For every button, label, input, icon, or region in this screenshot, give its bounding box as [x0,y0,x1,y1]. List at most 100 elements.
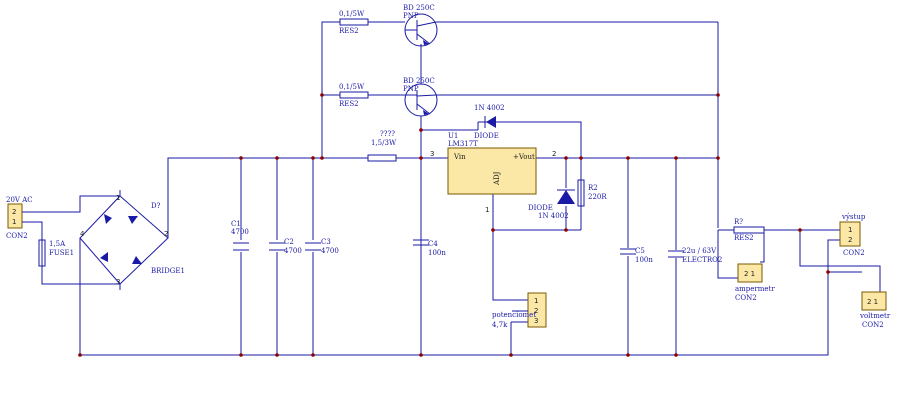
r2-value: 220R [588,193,607,201]
r-top2-ref: RES2 [339,100,359,108]
junction-dot [320,93,324,97]
junction-dot [311,156,315,160]
junction-dot [798,228,802,232]
out-pin1: 1 [848,226,852,234]
u1-ref: U1 [448,132,458,140]
capacitor-electrolytic: 22u / 63V ELECTRO2 [668,247,722,264]
junction-dot [419,156,423,160]
c2-ref: C2 [284,238,294,246]
capacitor-c2: C2 4700 [269,238,302,255]
junction-dot [419,353,423,357]
c5-ref: C5 [635,247,645,255]
volt-ref: CON2 [862,321,884,329]
fuse-ref: FUSE1 [49,249,74,257]
capacitor-c1: C1 4700 [231,220,249,251]
u1-vout: +Vout [513,153,535,161]
q2-type: BD 250C [403,77,435,85]
u1-vin: Vin [453,153,466,161]
junctions [78,93,830,357]
junction-dot [626,353,630,357]
d-low-value: 1N 4002 [538,212,569,220]
junction-dot [239,156,243,160]
c-elec-value: 22u / 63V [682,247,717,255]
junction-dot [564,228,568,232]
amp-name: ampermetr [735,285,775,293]
c4-ref: C4 [428,240,438,248]
diode-lower: DIODE 1N 4002 [528,189,575,220]
c3-value: 4700 [321,247,339,255]
r-sense-ref: ???? [380,130,395,138]
transistor-q2: BD 250C PNP [403,77,438,117]
volt-pins: 2 1 [867,298,878,306]
amp-pins: 2 1 [744,270,755,278]
junction-dot [716,93,720,97]
resistor-r2: R2 220R [577,179,607,207]
d-1n-ref: DIODE [474,132,499,140]
r-out-ref: R? [734,218,743,226]
junction-dot [275,156,279,160]
u1-adj: ADJ [493,171,501,186]
junction-dot [320,156,324,160]
junction-dot [579,156,583,160]
c5-value: 100n [635,256,653,264]
diode-protect: 1N 4002 DIODE [474,104,505,140]
regulator-u1: Vin +Vout ADJ U1 LM317T 3 2 1 [430,132,556,214]
junction-dot [626,156,630,160]
bridge-ref: D? [151,202,161,210]
input-pin2: 2 [12,208,16,216]
resistor-top2: 0,1/5W RES2 [339,83,369,108]
r-sense-value: 1,5/3W [371,139,397,147]
input-ref: CON2 [6,232,28,240]
pot-name: potenciomet [492,311,536,319]
potentiometer: 1 2 3 potenciomet 4,7k [492,292,547,329]
c1-ref: C1 [231,220,241,228]
d-1n-value: 1N 4002 [474,104,505,112]
junction-dot [564,156,568,160]
r2-ref: R2 [588,184,598,192]
junction-dot [509,353,513,357]
c-elec-ref: ELECTRO2 [682,256,722,264]
capacitor-c3: C3 4700 [305,238,339,255]
u1-pin1: 1 [485,206,489,214]
pot-value: 4,7k [492,321,508,329]
resistor-output: R? RES2 [733,218,765,242]
bridge-pin4: 4 [80,230,85,238]
pot-pin3: 3 [534,317,538,325]
bridge-pin2: 2 [164,230,168,238]
input-connector: 2 1 20V AC CON2 [6,196,33,240]
resistor-sense: ???? 1,5/3W [367,130,397,162]
c4-value: 100n [428,249,446,257]
out-pin2: 2 [848,236,852,244]
q1-ref: PNP [403,12,419,20]
out-label: výstup [841,213,866,221]
wires [30,21,881,356]
junction-dot [716,156,720,160]
volt-name: voltmetr [859,312,891,320]
out-ref: CON2 [843,249,865,257]
u1-pin2: 2 [552,150,556,158]
amp-ref: CON2 [735,294,757,302]
bridge-pin3: 3 [116,278,120,286]
c3-ref: C3 [321,238,331,246]
junction-dot [78,353,82,357]
capacitor-c4: C4 100n [413,239,446,257]
u1-pin3: 3 [430,150,434,158]
r-top1-value: 0,1/5W [339,10,365,18]
d-low-ref: DIODE [528,204,553,212]
q2-ref: PNP [403,85,419,93]
pot-pin1: 1 [534,297,538,305]
bridge-pin1: 1 [116,194,120,202]
resistor-top1: 0,1/5W RES2 [339,10,369,35]
pot-pin2: 2 [534,307,538,315]
q1-type: BD 250C [403,4,435,12]
junction-dot [239,353,243,357]
fuse-value: 1,5A [49,240,66,248]
transistor-q1: BD 250C PNP [403,4,438,47]
junction-dot [311,353,315,357]
junction-dot [419,128,423,132]
fuse: 1,5A FUSE1 [38,239,74,267]
ammeter-connector: 2 1 ampermetr CON2 [735,263,775,302]
bridge-name: BRIDGE1 [151,267,185,275]
r-top2-value: 0,1/5W [339,83,365,91]
junction-dot [674,156,678,160]
